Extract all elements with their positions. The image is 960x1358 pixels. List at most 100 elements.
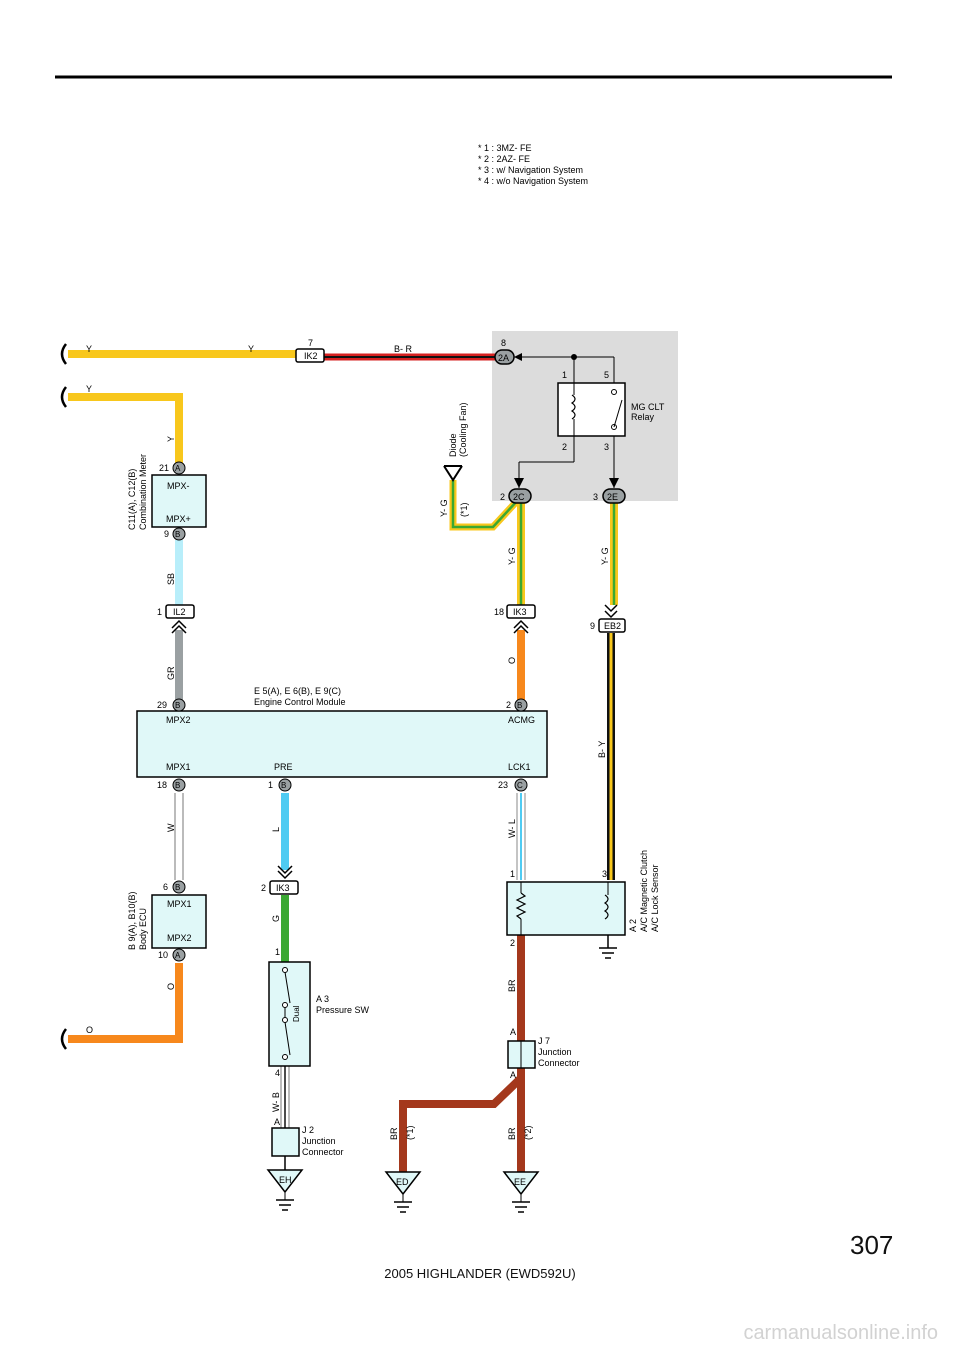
svg-text:1: 1 xyxy=(275,947,280,957)
svg-text:W: W xyxy=(166,823,176,832)
svg-text:MPX2: MPX2 xyxy=(167,933,192,943)
svg-text:A/C Magnetic Clutch: A/C Magnetic Clutch xyxy=(639,850,649,932)
svg-text:G: G xyxy=(271,915,281,922)
svg-text:Pressure SW: Pressure SW xyxy=(316,1005,370,1015)
svg-text:MPX-: MPX- xyxy=(167,481,190,491)
relay: 1 5 2 3 MG CLT Relay xyxy=(557,370,665,452)
svg-text:(Cooling Fan): (Cooling Fan) xyxy=(458,402,468,457)
svg-text:(*2): (*2) xyxy=(523,1125,533,1140)
connector-2a: 2A 8 xyxy=(494,338,515,365)
junction-connector-j2: A J 2 Junction Connector xyxy=(271,1117,344,1157)
svg-text:6: 6 xyxy=(163,882,168,892)
page-number: 307 xyxy=(850,1230,894,1260)
svg-text:C: C xyxy=(517,781,523,790)
svg-text:B: B xyxy=(175,781,180,790)
svg-text:B: B xyxy=(175,530,180,539)
wire-br-ed xyxy=(399,1075,524,1172)
svg-text:2: 2 xyxy=(500,492,505,502)
svg-text:A: A xyxy=(175,951,181,960)
svg-text:9: 9 xyxy=(590,621,595,631)
svg-text:21: 21 xyxy=(159,463,169,473)
footer-title: 2005 HIGHLANDER (EWD592U) xyxy=(384,1266,576,1281)
svg-text:L: L xyxy=(271,827,281,832)
svg-text:Diode: Diode xyxy=(448,433,458,457)
svg-text:MPX2: MPX2 xyxy=(166,715,191,725)
svg-text:A: A xyxy=(175,464,181,473)
svg-text:2: 2 xyxy=(506,700,511,710)
svg-text:2: 2 xyxy=(510,938,515,948)
notes: * 1 : 3MZ- FE * 2 : 2AZ- FE * 3 : w/ Nav… xyxy=(478,143,588,186)
relay-name: MG CLT xyxy=(631,402,665,412)
wire-labels: Y Y B- R Y Y SB GR W O O L G W- B Y- G (… xyxy=(86,344,610,1140)
svg-text:BR: BR xyxy=(389,1127,399,1140)
connector-ik2: IK2 7 xyxy=(295,338,325,363)
svg-text:GR: GR xyxy=(166,666,176,680)
connector-ik3-bottom: IK3 2 xyxy=(261,865,299,895)
svg-text:IK3: IK3 xyxy=(276,883,290,893)
diode: Diode (Cooling Fan) xyxy=(443,402,468,482)
svg-text:A 3: A 3 xyxy=(316,994,329,1004)
svg-text:7: 7 xyxy=(308,338,313,348)
svg-text:Connector: Connector xyxy=(538,1058,580,1068)
svg-text:4: 4 xyxy=(275,1068,280,1078)
svg-text:Y- G: Y- G xyxy=(439,499,449,517)
svg-text:3: 3 xyxy=(602,869,607,879)
svg-text:E 5(A), E 6(B), E 9(C): E 5(A), E 6(B), E 9(C) xyxy=(254,686,341,696)
svg-text:Combination Meter: Combination Meter xyxy=(138,454,148,530)
svg-text:Y: Y xyxy=(166,436,176,442)
wire-y-meter xyxy=(68,393,183,463)
watermark: carmanualsonline.info xyxy=(743,1322,938,1344)
svg-text:BR: BR xyxy=(507,1127,517,1140)
svg-text:B: B xyxy=(281,781,286,790)
svg-text:Y- G: Y- G xyxy=(507,547,517,565)
ground-ee: EE xyxy=(502,1171,540,1213)
svg-text:J 2: J 2 xyxy=(302,1125,314,1135)
svg-text:ED: ED xyxy=(396,1177,409,1187)
svg-text:2E: 2E xyxy=(607,492,618,502)
svg-text:23: 23 xyxy=(498,780,508,790)
svg-text:1: 1 xyxy=(562,370,567,380)
svg-text:A: A xyxy=(510,1070,516,1080)
relay-junction xyxy=(571,354,577,360)
svg-text:Y: Y xyxy=(86,344,92,354)
wire-break xyxy=(60,343,68,1050)
note-line: * 3 : w/ Navigation System xyxy=(478,165,583,175)
svg-text:MPX+: MPX+ xyxy=(166,514,191,524)
svg-text:B: B xyxy=(175,883,180,892)
svg-text:8: 8 xyxy=(501,338,506,348)
svg-text:Y- G: Y- G xyxy=(600,547,610,565)
pressure-switch: Dual 1 4 A 3 Pressure SW xyxy=(268,947,370,1078)
connector-eb2: EB2 9 xyxy=(590,604,626,633)
arrow-icon xyxy=(514,353,522,361)
svg-text:(*1): (*1) xyxy=(405,1125,415,1140)
magnetic-clutch: 1 3 2 A 2 A/C Magnetic Clutch A/C Lock S… xyxy=(506,850,660,948)
arrow-down-icon xyxy=(609,478,619,488)
svg-text:A 2: A 2 xyxy=(628,919,638,932)
svg-text:A: A xyxy=(274,1117,280,1127)
svg-text:B- Y: B- Y xyxy=(597,741,607,758)
svg-text:Connector: Connector xyxy=(302,1147,344,1157)
svg-text:3: 3 xyxy=(604,442,609,452)
note-line: * 4 : w/o Navigation System xyxy=(478,176,588,186)
svg-text:2: 2 xyxy=(562,442,567,452)
svg-text:2C: 2C xyxy=(513,492,525,502)
note-line: * 1 : 3MZ- FE xyxy=(478,143,532,153)
relay-sub: Relay xyxy=(631,412,655,422)
svg-text:ACMG: ACMG xyxy=(508,715,535,725)
connector-il2: IL2 1 xyxy=(157,604,195,634)
svg-text:Y: Y xyxy=(248,344,254,354)
arrow-down-icon xyxy=(514,478,524,488)
svg-text:J 7: J 7 xyxy=(538,1036,550,1046)
svg-text:EB2: EB2 xyxy=(604,621,621,631)
svg-text:1: 1 xyxy=(157,607,162,617)
svg-text:IK3: IK3 xyxy=(513,607,527,617)
svg-text:1: 1 xyxy=(510,869,515,879)
svg-text:B- R: B- R xyxy=(394,344,413,354)
svg-text:Engine Control Module: Engine Control Module xyxy=(254,697,346,707)
svg-text:9: 9 xyxy=(164,529,169,539)
connector-2e: 2E 3 xyxy=(593,488,626,504)
svg-text:A: A xyxy=(510,1027,516,1037)
combination-meter: A B 21 9 MPX- MPX+ C11(A), C12(B) Combin… xyxy=(127,454,207,541)
ground-eh: EH xyxy=(266,1169,304,1211)
svg-text:PRE: PRE xyxy=(274,762,293,772)
